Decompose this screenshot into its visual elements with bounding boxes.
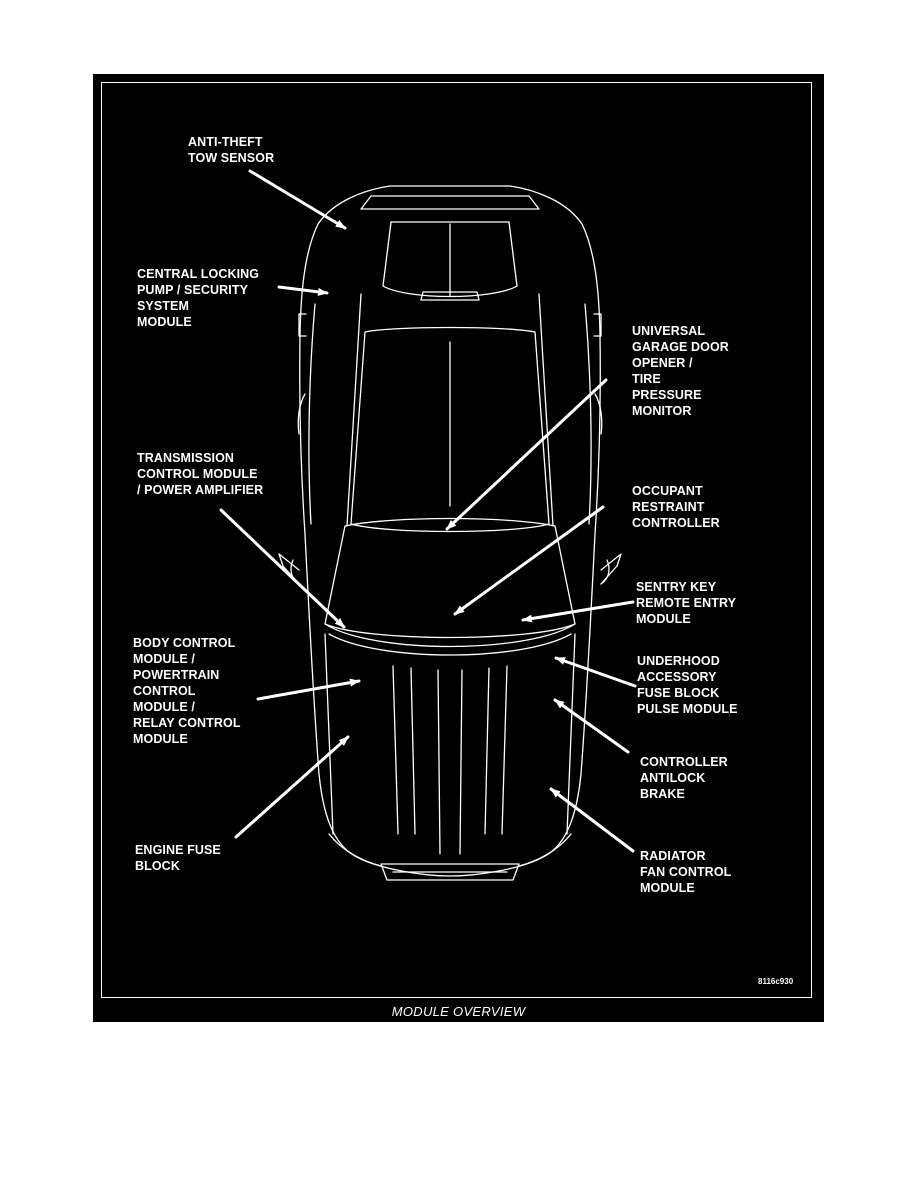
figure-frame (101, 82, 812, 998)
arrow-radiator (549, 787, 635, 853)
right-fender (594, 393, 603, 435)
vehicle-body-outline (299, 185, 601, 877)
hood-left-edge (324, 633, 334, 835)
figure-caption: MODULE OVERVIEW (391, 1004, 526, 1019)
cowl-line (324, 623, 576, 648)
right-mirror (600, 553, 622, 585)
label-occupant-restraint-controller: OCCUPANT RESTRAINT CONTROLLER (632, 484, 720, 530)
arrow-occupant (453, 505, 605, 616)
label-body-control-module: BODY CONTROL MODULE / POWERTRAIN CONTROL… (133, 636, 241, 746)
right-roof-rail (538, 293, 554, 527)
arrow-underhood (554, 656, 637, 688)
label-underhood-accessory-fuse-block: UNDERHOOD ACCESSORY FUSE BLOCK PULSE MOD… (637, 654, 738, 716)
hood-rib-4 (459, 669, 463, 855)
roof-panel (350, 326, 550, 533)
right-door-handle (593, 313, 602, 337)
right-headlamp (518, 833, 572, 867)
arrow-universal-garage (445, 378, 608, 531)
left-fender (297, 393, 306, 435)
left-headlamp (328, 833, 382, 867)
left-roof-rail (346, 293, 362, 527)
label-anti-theft-tow-sensor: ANTI-THEFT TOW SENSOR (188, 135, 275, 165)
arrow-transmission (219, 508, 346, 629)
rear-window (382, 221, 518, 298)
brake-light (420, 291, 480, 301)
hood-rib-3 (437, 669, 441, 855)
arrow-engine-fuse (234, 735, 350, 839)
arrow-anti-theft (248, 169, 347, 230)
vehicle-top-view (278, 185, 622, 881)
vehicle-diagram (219, 169, 637, 881)
callout-arrows (219, 169, 637, 853)
label-central-locking-pump: CENTRAL LOCKING PUMP / SECURITY SYSTEM M… (137, 267, 260, 329)
label-transmission-control-module: TRANSMISSION CONTROL MODULE / POWER AMPL… (137, 451, 264, 497)
label-radiator-fan-control-module: RADIATOR FAN CONTROL MODULE (640, 849, 732, 895)
right-side-crease (584, 303, 592, 525)
arrow-central-locking (277, 285, 329, 296)
grille (380, 863, 520, 881)
label-engine-fuse-block: ENGINE FUSE BLOCK (135, 843, 221, 873)
arrow-controller-antilock (553, 698, 630, 754)
right-mirror-cap (600, 559, 610, 585)
hood-rib-1 (392, 665, 399, 835)
figure-code: 8116c930 (758, 977, 794, 986)
hood-rib-2 (410, 667, 416, 835)
arrow-body-control (256, 678, 361, 701)
label-controller-antilock-brake: CONTROLLER ANTILOCK BRAKE (640, 755, 728, 801)
rear-spoiler (360, 195, 540, 210)
label-universal-garage-door-opener: UNIVERSAL GARAGE DOOR OPENER / TIRE PRES… (632, 324, 729, 418)
windshield (324, 517, 576, 639)
hood-rib-6 (501, 665, 508, 835)
cowl-line-2 (328, 633, 572, 656)
left-door-handle (298, 313, 307, 337)
arrow-sentry-key (521, 600, 635, 623)
label-sentry-key-remote-entry: SENTRY KEY REMOTE ENTRY MODULE (636, 580, 737, 626)
module-overview-figure: ANTI-THEFT TOW SENSOR CENTRAL LOCKING PU… (93, 74, 824, 1022)
left-side-crease (308, 303, 316, 525)
hood-rib-5 (484, 667, 490, 835)
